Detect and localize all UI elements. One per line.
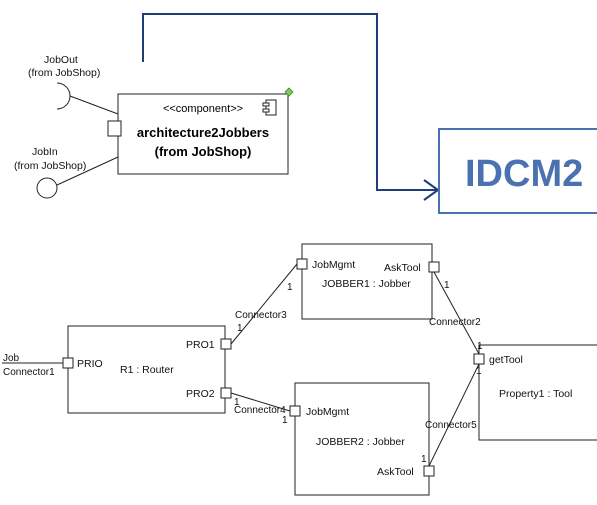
jobber2-port-jobmgmt[interactable] (289, 405, 301, 417)
connector4-line (230, 392, 291, 412)
connector2-label: Connector2 (429, 317, 481, 328)
flow-arrow-line (142, 13, 437, 191)
job-in-lollipop[interactable] (36, 177, 58, 199)
router-port-prio-label: PRIO (77, 358, 103, 370)
job-out-connector (69, 95, 119, 115)
component-port[interactable] (107, 120, 122, 137)
router-port-pro1[interactable] (220, 338, 232, 350)
router-port-pro1-label: PRO1 (186, 339, 215, 351)
component-name: architecture2Jobbers (137, 125, 269, 140)
connector5-mult-b: 1 (476, 366, 482, 377)
jobber2-name: JOBBER2 : Jobber (316, 436, 405, 448)
property-part[interactable] (478, 344, 597, 441)
connector2-mult-a: 1 (444, 280, 450, 291)
job-in-from: (from JobShop) (14, 160, 86, 172)
connector4-mult-b: 1 (282, 415, 288, 426)
external-connector1-label: Connector1 (3, 367, 55, 378)
jobber2-port-asktool[interactable] (423, 465, 435, 477)
component-box[interactable] (117, 93, 289, 175)
connector5-line (428, 363, 480, 467)
jobber2-part[interactable] (294, 382, 430, 496)
router-name: R1 : Router (120, 364, 174, 376)
jobber1-name: JOBBER1 : Jobber (322, 278, 411, 290)
jobber1-port-asktool[interactable] (428, 261, 440, 273)
job-out-from: (from JobShop) (28, 67, 100, 79)
property-name: Property1 : Tool (499, 388, 572, 400)
jobber1-port-asktool-label: AskTool (384, 262, 421, 274)
property-port-gettool[interactable] (473, 353, 485, 365)
component-stereotype: <<component>> (163, 103, 243, 115)
connector2-line (433, 271, 480, 355)
router-port-prio[interactable] (62, 357, 74, 369)
router-port-pro2[interactable] (220, 387, 232, 399)
connector5-label: Connector5 (425, 420, 477, 431)
job-in-connector (56, 156, 119, 186)
jobber2-port-jobmgmt-label: JobMgmt (306, 406, 349, 418)
job-out-name: JobOut (44, 54, 78, 66)
connector2-mult-b: 1 (477, 341, 483, 352)
router-port-pro2-label: PRO2 (186, 388, 215, 400)
jobber1-port-jobmgmt-label: JobMgmt (312, 259, 355, 271)
job-out-socket (56, 82, 71, 110)
idcm2-label: IDCM2 (465, 153, 583, 195)
property-port-gettool-label: getTool (489, 354, 523, 366)
external-job-label: Job (3, 353, 20, 364)
connector3-mult-b: 1 (287, 282, 293, 293)
jobber1-part[interactable] (301, 243, 433, 320)
job-in-name: JobIn (32, 146, 58, 158)
connector3-mult-a: 1 (237, 323, 243, 334)
connector3-line (230, 263, 298, 345)
idcm2-box[interactable] (438, 128, 597, 214)
component-icon (262, 87, 294, 116)
jobber1-port-jobmgmt[interactable] (296, 258, 308, 270)
router-part[interactable] (67, 325, 226, 414)
connector4-mult-a: 1 (234, 397, 240, 408)
jobber2-port-asktool-label: AskTool (377, 466, 414, 478)
connector4-label: Connector4 (234, 405, 286, 416)
component-from: (from JobShop) (155, 144, 252, 159)
connector5-mult-a: 1 (421, 454, 427, 465)
connector3-label: Connector3 (235, 310, 287, 321)
